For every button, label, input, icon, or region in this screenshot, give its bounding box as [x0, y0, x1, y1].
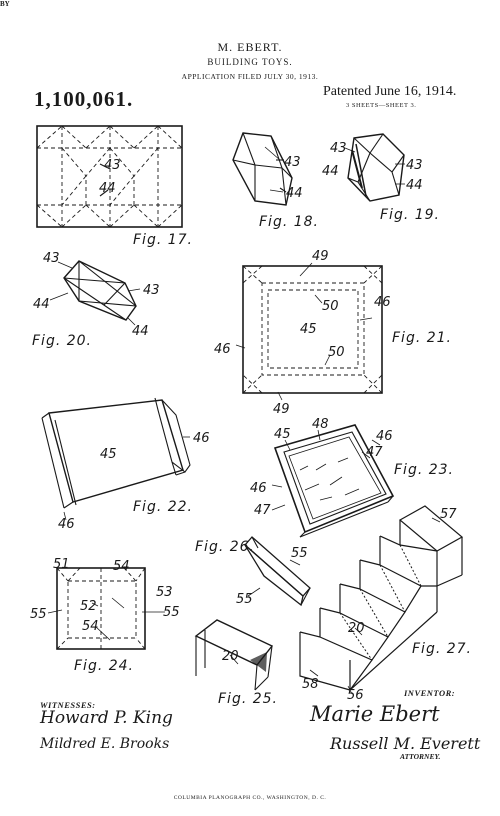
fig25-drawing [194, 619, 274, 691]
ref-55-fig24-right: 55 [163, 605, 180, 620]
ref-58-fig27: 58 [302, 677, 319, 692]
fig17-drawing [36, 125, 183, 228]
ref-45-fig23: 45 [274, 427, 291, 442]
patented-date: Patented June 16, 1914. [323, 84, 457, 99]
fig26-label: Fig. 26. [195, 539, 255, 555]
ref-44-fig19-left: 44 [322, 164, 339, 179]
ref-47-fig23-right: 47 [366, 445, 383, 460]
ref-54-fig24-bottom: 54 [82, 619, 99, 634]
fig22-label: Fig. 22. [133, 499, 193, 515]
ref-52-fig24: 52 [80, 599, 97, 614]
ref-53-fig24: 53 [156, 585, 173, 600]
patent-inventor-heading: M. EBERT. [217, 40, 283, 54]
fig25-label: Fig. 25. [218, 691, 278, 707]
ref-48-fig23: 48 [312, 417, 329, 432]
inventor-signature: Marie Ebert [310, 702, 440, 726]
ref-50-fig21-top: 50 [322, 299, 339, 314]
fig22-drawing [41, 397, 191, 509]
fig18-label: Fig. 18. [259, 214, 319, 230]
ref-57-fig27: 57 [440, 507, 457, 522]
ref-49-fig21-top: 49 [312, 249, 329, 264]
fig27-label: Fig. 27. [412, 641, 472, 657]
fig20-label: Fig. 20. [32, 333, 92, 349]
ref-44-fig19-right: 44 [406, 178, 423, 193]
ref-46-fig21-right: 46 [374, 295, 391, 310]
ref-44-fig18: 44 [286, 186, 303, 201]
witnesses-label: WITNESSES: [40, 700, 96, 710]
ref-44-fig17: 44 [99, 181, 116, 196]
ref-44-fig20-right: 44 [132, 324, 149, 339]
ref-43-fig20-right: 43 [143, 283, 160, 298]
ref-43-fig19-right: 43 [406, 158, 423, 173]
fig24-drawing [56, 567, 146, 650]
witness-signature-2: Mildred E. Brooks [40, 736, 170, 752]
fig27-drawing [299, 505, 464, 691]
printer-footer: COLUMBIA PLANOGRAPH CO., WASHINGTON, D. … [173, 795, 327, 801]
by-label: BY [0, 0, 10, 8]
ref-45-fig21: 45 [300, 322, 317, 337]
inventor-label: INVENTOR: [404, 688, 456, 698]
ref-54-fig24-top: 54 [113, 559, 130, 574]
ref-55-fig24-left: 55 [30, 607, 47, 622]
fig23-label: Fig. 23. [394, 462, 454, 478]
ref-46-fig23-right: 46 [376, 429, 393, 444]
application-filed-date: APPLICATION FILED JULY 30, 1913. [181, 72, 319, 81]
leader-lines [47, 146, 441, 695]
ref-20-fig27: 20 [348, 621, 365, 636]
ref-47-fig23-left: 47 [254, 503, 271, 518]
fig18-drawing [232, 132, 293, 206]
ref-43-fig17: 43 [104, 158, 121, 173]
ref-45-fig22: 45 [100, 447, 117, 462]
fig21-label: Fig. 21. [392, 330, 452, 346]
ref-55-fig26-bottom: 55 [236, 592, 253, 607]
fig24-label: Fig. 24. [74, 658, 134, 674]
ref-46-fig22-bottom: 46 [58, 517, 75, 532]
ref-20-fig25: 20 [222, 649, 239, 664]
patent-title: BUILDING TOYS. [207, 57, 293, 67]
fig17-label: Fig. 17. [133, 232, 193, 248]
attorney-signature: Russell M. Everett [330, 734, 481, 753]
patent-number: 1,100,061. [34, 87, 134, 111]
attorney-label: ATTORNEY. [400, 752, 441, 761]
ref-51-fig24: 51 [53, 557, 70, 572]
ref-49-fig21-bottom: 49 [273, 402, 290, 417]
fig26-drawing [244, 536, 311, 607]
fig19-label: Fig. 19. [380, 207, 440, 223]
fig20-drawing [63, 260, 137, 321]
ref-46-fig21-left: 46 [214, 342, 231, 357]
ref-46-fig23-left: 46 [250, 481, 267, 496]
ref-43-fig18: 43 [284, 155, 301, 170]
ref-55-fig26-top: 55 [291, 546, 308, 561]
ref-46-fig22-right: 46 [193, 431, 210, 446]
ref-50-fig21-bottom: 50 [328, 345, 345, 360]
ref-56-fig27: 56 [347, 688, 364, 703]
fig21-drawing [242, 265, 383, 394]
witness-signature-1: Howard P. King [40, 708, 173, 728]
ref-43-fig19-left: 43 [330, 141, 347, 156]
ref-44-fig20-left: 44 [33, 297, 50, 312]
fig23-drawing [273, 424, 395, 538]
sheet-count: 3 SHEETS—SHEET 3. [346, 102, 417, 109]
fig19-drawing [347, 133, 405, 202]
ref-43-fig20-left: 43 [43, 251, 60, 266]
